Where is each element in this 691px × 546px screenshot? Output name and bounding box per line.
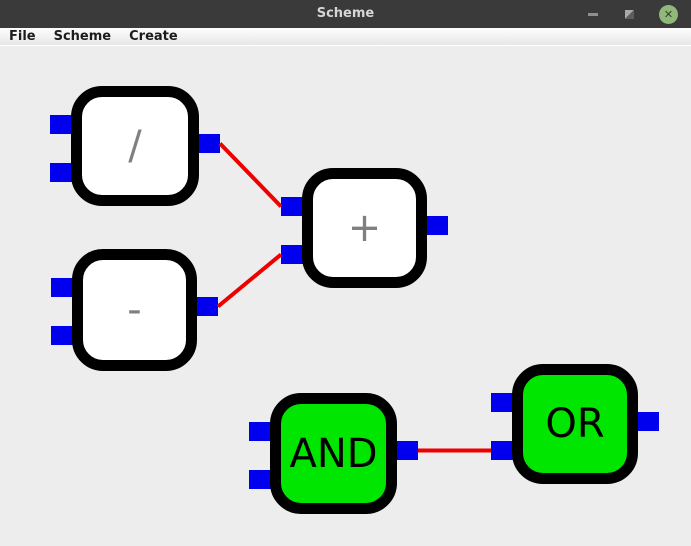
menu-scheme[interactable]: Scheme	[53, 29, 112, 44]
menubar: File Scheme Create	[0, 28, 691, 46]
connection-wire-subtract-to-add	[216, 252, 283, 309]
menu-create[interactable]: Create	[129, 29, 178, 44]
restore-icon	[624, 9, 634, 19]
add-input-port-1[interactable]	[281, 197, 303, 216]
window-title: Scheme	[316, 6, 375, 21]
or-output-port[interactable]	[637, 412, 659, 431]
subtract-input-port-2[interactable]	[51, 326, 73, 345]
or-input-port-1[interactable]	[491, 393, 513, 412]
titlebar[interactable]: Scheme ✕	[0, 0, 691, 28]
node-or[interactable]: OR	[512, 364, 638, 484]
close-icon: ✕	[663, 7, 674, 21]
divide-output-port[interactable]	[198, 134, 220, 153]
menu-file[interactable]: File	[9, 29, 36, 44]
node-label-or: OR	[545, 401, 605, 447]
close-button[interactable]: ✕	[659, 4, 678, 24]
node-label-and: AND	[289, 430, 378, 477]
divide-input-port-2[interactable]	[50, 163, 72, 182]
subtract-output-port[interactable]	[196, 297, 218, 316]
connection-wire-divide-to-add	[218, 142, 283, 208]
node-divide[interactable]: /	[71, 86, 199, 206]
and-input-port-2[interactable]	[249, 470, 271, 489]
node-subtract[interactable]: -	[72, 249, 197, 371]
window-controls: ✕	[587, 0, 678, 28]
and-input-port-1[interactable]	[249, 422, 271, 441]
canvas[interactable]: / - + AND OR	[0, 46, 691, 546]
node-label-divide: /	[128, 123, 142, 169]
restore-button[interactable]	[623, 7, 635, 21]
and-output-port[interactable]	[396, 441, 418, 460]
minimize-icon	[588, 12, 598, 16]
add-input-port-2[interactable]	[281, 245, 303, 264]
node-label-subtract: -	[127, 287, 142, 333]
minimize-button[interactable]	[587, 7, 599, 21]
subtract-input-port-1[interactable]	[51, 278, 73, 297]
node-add[interactable]: +	[302, 168, 427, 288]
divide-input-port-1[interactable]	[50, 115, 72, 134]
node-and[interactable]: AND	[270, 393, 397, 514]
node-label-add: +	[347, 205, 382, 251]
add-output-port[interactable]	[426, 216, 448, 235]
or-input-port-2[interactable]	[491, 441, 513, 460]
